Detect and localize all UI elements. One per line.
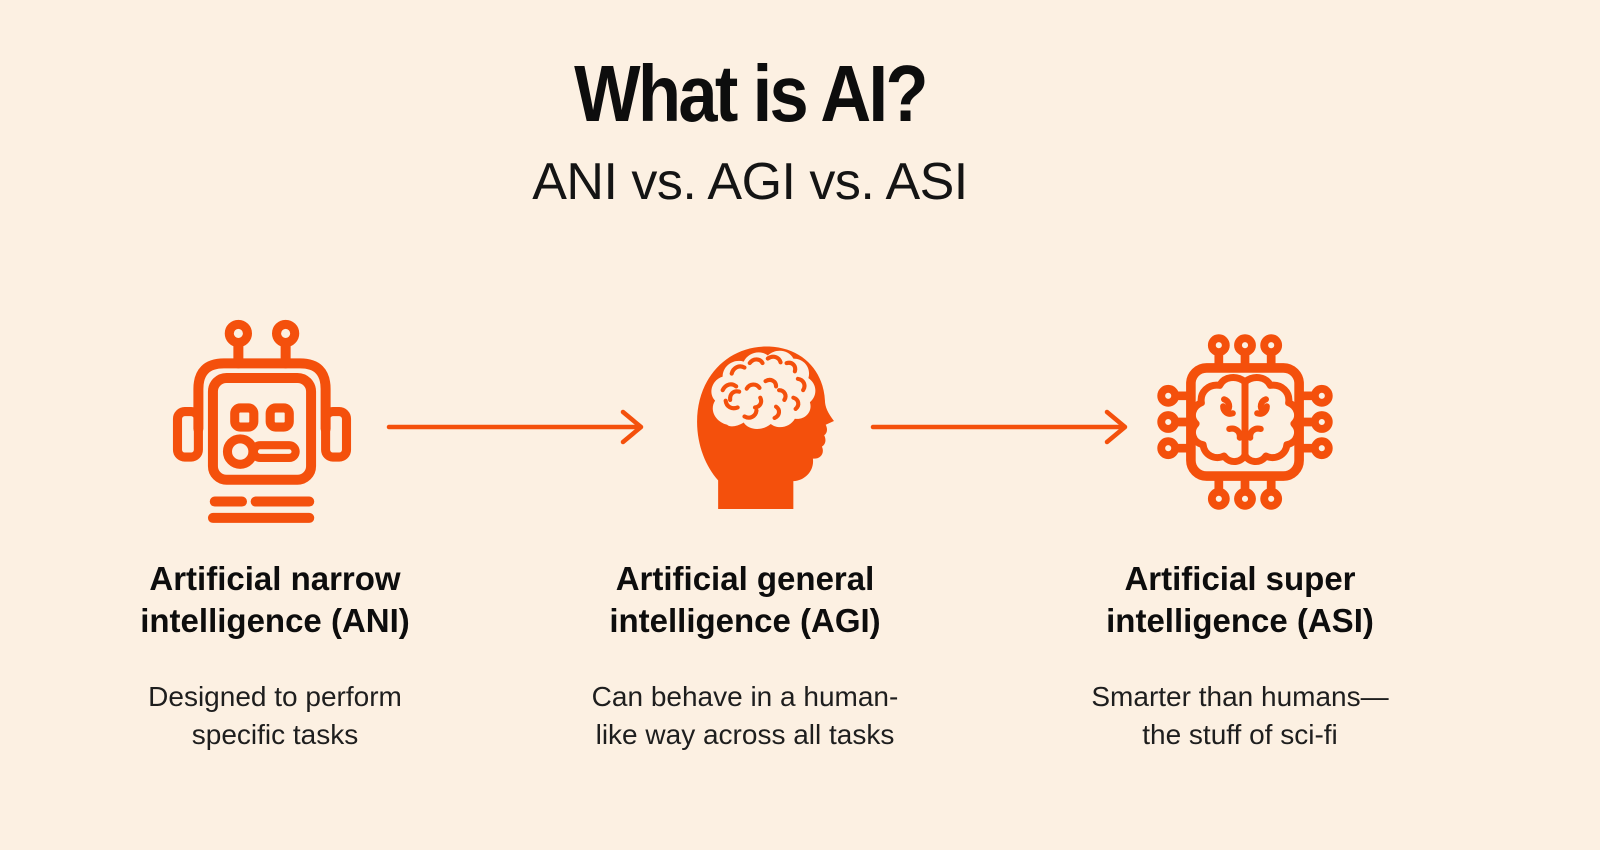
asi-icon-slot [1045, 316, 1445, 528]
agi-icon-slot [558, 316, 958, 528]
asi-description-line2: the stuff of sci-fi [1142, 719, 1338, 750]
chip-brain-icon [1157, 334, 1333, 510]
arrow-right-icon [870, 409, 1128, 445]
ani-description-line2: specific tasks [191, 719, 359, 750]
ani-icon-slot [62, 316, 462, 528]
agi-heading-line1: Artificial general [615, 560, 875, 597]
page-title: What is AI? [574, 49, 928, 138]
ani-description-line1: Designed to perform [148, 681, 402, 712]
asi-description: Smarter than humans— the stuff of sci-fi [1040, 678, 1440, 754]
agi-description-line1: Can behave in a human- [591, 681, 899, 712]
arrow-ani-to-agi [385, 405, 651, 449]
human-head-brain-icon [697, 345, 834, 509]
robot-icon [172, 319, 352, 523]
arrow-right-icon [386, 409, 644, 445]
agi-heading: Artificial general intelligence (AGI) [545, 558, 945, 642]
agi-heading-line2: intelligence (AGI) [609, 602, 881, 639]
ani-heading: Artificial narrow intelligence (ANI) [75, 558, 475, 642]
agi-description-line2: like way across all tasks [595, 719, 895, 750]
arrow-agi-to-asi [869, 405, 1135, 449]
agi-description: Can behave in a human- like way across a… [545, 678, 945, 754]
asi-description-line1: Smarter than humans— [1091, 681, 1389, 712]
ani-description: Designed to perform specific tasks [75, 678, 475, 754]
asi-heading-line2: intelligence (ASI) [1106, 602, 1374, 639]
asi-heading-line1: Artificial super [1124, 560, 1356, 597]
ani-heading-line1: Artificial narrow [149, 560, 401, 597]
asi-heading: Artificial super intelligence (ASI) [1040, 558, 1440, 642]
page-subtitle: ANI vs. AGI vs. ASI [532, 153, 968, 211]
ani-heading-line2: intelligence (ANI) [140, 602, 410, 639]
